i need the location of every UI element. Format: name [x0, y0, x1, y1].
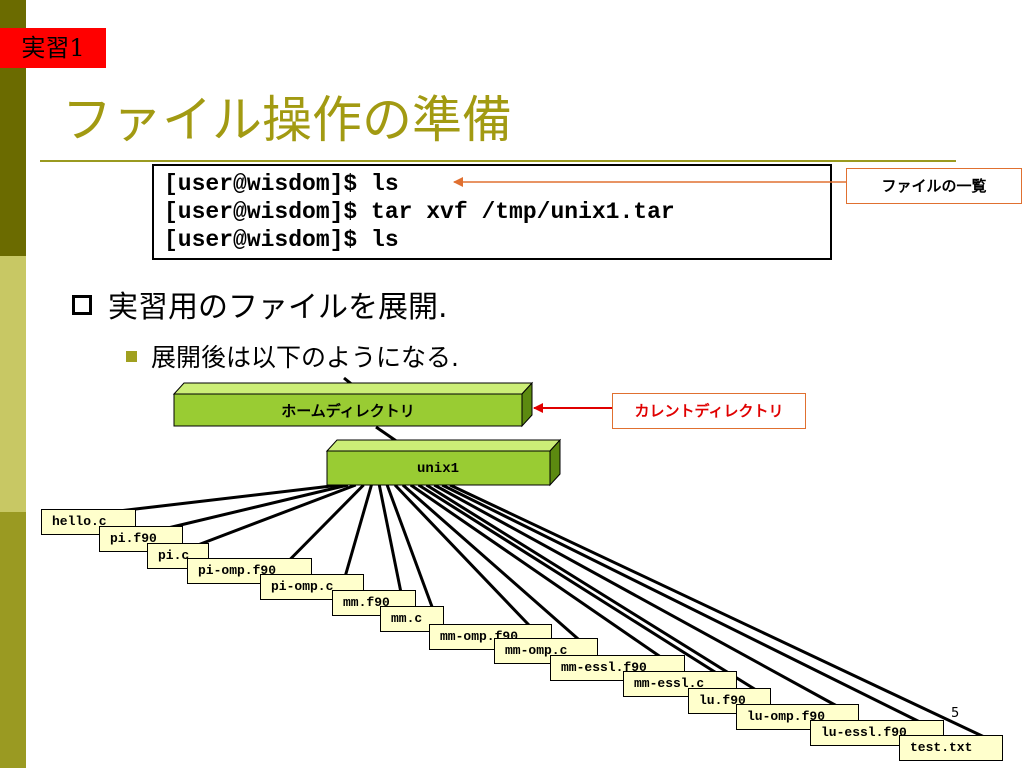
tree-line-file	[409, 483, 662, 659]
file-pi-c: pi.c	[147, 543, 209, 569]
file-hello-c: hello.c	[41, 509, 136, 535]
command-box: [user@wisdom]$ ls [user@wisdom]$ tar xvf…	[152, 164, 832, 260]
tree-fan-lines	[118, 483, 985, 739]
slide-title: ファイル操作の準備	[62, 91, 512, 149]
filled-square-bullet-icon	[126, 350, 137, 362]
tree-line-file	[433, 483, 838, 708]
bullet-level1-text: 実習用のファイルを展開.	[108, 290, 448, 325]
tree-line-file	[449, 483, 985, 739]
tree-line-file	[425, 483, 757, 692]
bullet-level2: 展開後は以下のようになる.	[126, 338, 459, 374]
tree-line-file	[343, 484, 373, 577]
home-directory-label: ホームディレクトリ	[281, 402, 415, 420]
file-mm-essl-c: mm-essl.c	[623, 671, 737, 697]
tree-line-file	[417, 483, 718, 675]
tree-line-file	[393, 483, 531, 628]
unix1-label: unix1	[417, 461, 459, 477]
file-pi-omp-c: pi-omp.c	[260, 574, 364, 600]
unix1-folder: unix1	[325, 438, 562, 487]
page-number: 5	[951, 706, 960, 721]
callout-file-list: ファイルの一覧	[846, 168, 1022, 204]
tree-line-file	[118, 483, 341, 513]
file-test-txt: test.txt	[899, 735, 1003, 761]
file-lu-essl-f90: lu-essl.f90	[810, 720, 944, 746]
file-mm-omp-f90: mm-omp.f90	[429, 624, 552, 650]
file-lu-omp-f90: lu-omp.f90	[736, 704, 859, 730]
command-line: [user@wisdom]$ tar xvf /tmp/unix1.tar	[164, 199, 675, 225]
command-line: [user@wisdom]$ ls	[164, 227, 399, 253]
tree-line-file	[385, 484, 434, 609]
command-line: [user@wisdom]$ ls	[164, 171, 399, 197]
title-divider	[40, 160, 956, 162]
tree-line-file	[377, 484, 403, 593]
tree-line-file	[441, 483, 921, 724]
tree-line-file	[401, 483, 581, 642]
side-stripe-mid	[0, 512, 26, 768]
tree-line-file	[288, 483, 365, 562]
hollow-square-bullet-icon	[72, 294, 92, 315]
side-stripe-light	[0, 256, 26, 512]
home-directory-folder: ホームディレクトリ	[172, 381, 534, 428]
callout-current-directory: カレントディレクトリ	[612, 393, 806, 429]
tree-line-file	[197, 483, 357, 547]
exercise-tag: 実習1	[0, 28, 106, 68]
bullet-level1: 実習用のファイルを展開.	[72, 282, 448, 326]
tree-line-file	[167, 483, 349, 530]
bullet-level2-text: 展開後は以下のようになる.	[151, 343, 459, 372]
